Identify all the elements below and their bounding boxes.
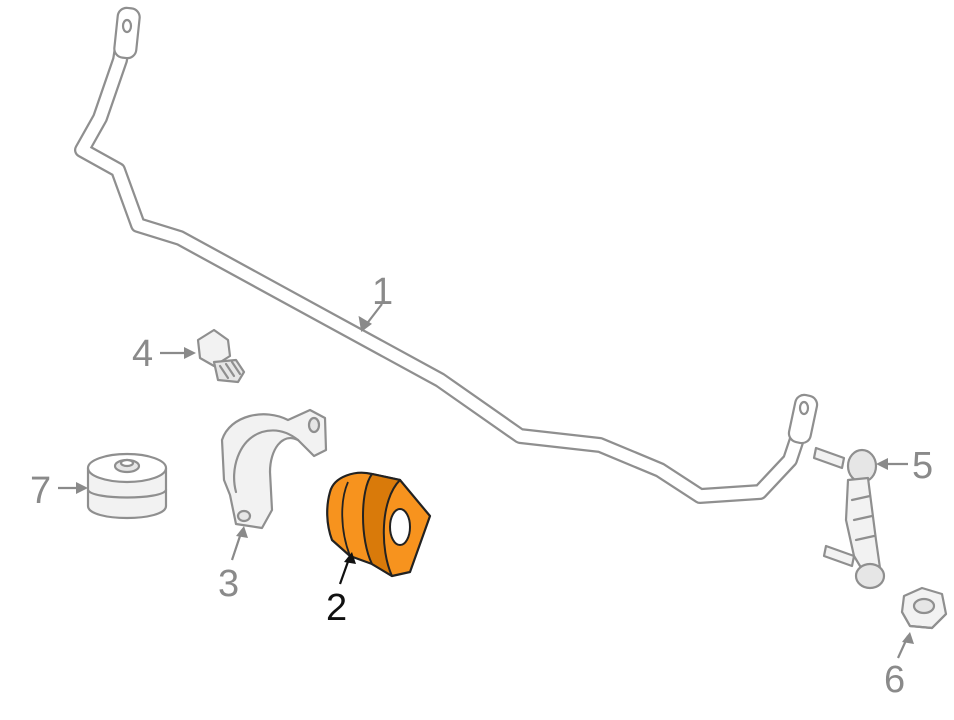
stabilizer-link — [812, 446, 886, 590]
callout-label-4: 4 — [132, 333, 153, 375]
bushing-bracket — [220, 408, 328, 530]
callout-label-1: 1 — [372, 271, 393, 313]
mount-insulator — [86, 452, 168, 520]
bracket-bolt — [196, 328, 246, 384]
callout-label-5: 5 — [912, 445, 933, 487]
stabilizer-bar — [74, 6, 819, 504]
callout-label-7: 7 — [30, 470, 51, 512]
link-nut — [900, 586, 948, 630]
callout-label-2: 2 — [326, 587, 347, 629]
callout-label-3: 3 — [218, 563, 239, 605]
callout-label-6: 6 — [884, 659, 905, 701]
stabilizer-bushing — [326, 471, 432, 578]
